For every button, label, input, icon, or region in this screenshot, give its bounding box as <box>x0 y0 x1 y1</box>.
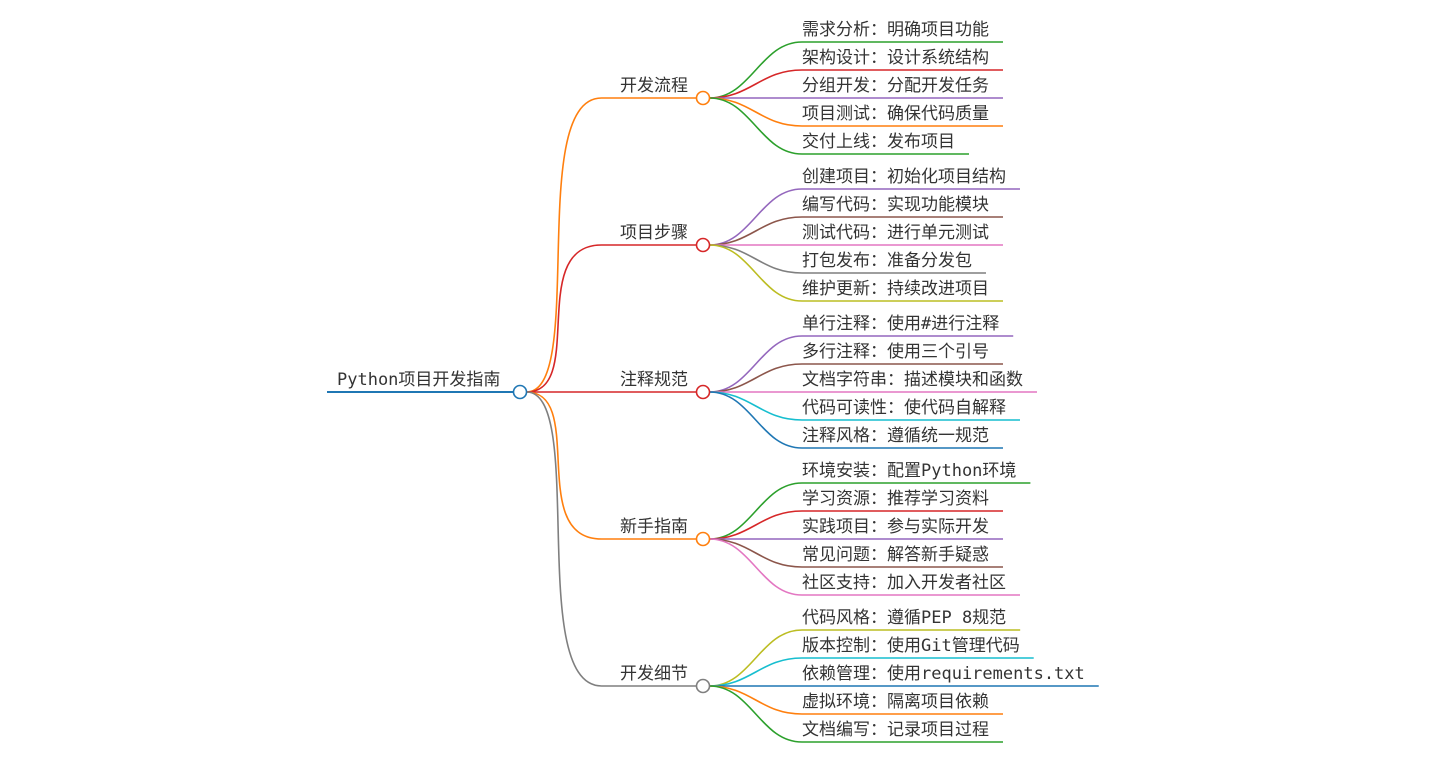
leaf-label-1-2: 架构设计：设计系统结构 <box>802 48 989 68</box>
leaf-connector-4-2 <box>709 510 803 540</box>
leaf-connector-3-4 <box>709 391 803 421</box>
root-label: Python项目开发指南 <box>337 370 500 390</box>
leaf-connector-3-2 <box>709 363 803 393</box>
branch-connector-5 <box>526 391 697 687</box>
branch-label-1: 开发流程 <box>620 76 688 96</box>
leaf-label-5-3: 依赖管理：使用requirements.txt <box>802 663 1085 684</box>
leaf-label-3-5: 注释风格：遵循统一规范 <box>802 426 989 446</box>
leaf-connector-4-1 <box>709 482 803 540</box>
leaf-label-1-3: 分组开发：分配开发任务 <box>802 76 989 96</box>
leaf-label-5-2: 版本控制：使用Git管理代码 <box>802 635 1020 656</box>
leaf-connector-1-2 <box>709 69 803 99</box>
leaf-label-2-2: 编写代码：实现功能模块 <box>802 195 989 215</box>
leaf-connector-1-1 <box>709 41 803 99</box>
leaf-connector-2-1 <box>709 188 803 246</box>
leaf-label-4-5: 社区支持：加入开发者社区 <box>802 573 1006 593</box>
root-node <box>512 384 528 400</box>
leaf-connector-5-1 <box>709 629 803 687</box>
leaf-connector-1-4 <box>709 97 803 127</box>
leaf-connector-1-5 <box>709 97 803 155</box>
leaf-label-2-1: 创建项目：初始化项目结构 <box>802 167 1006 187</box>
branch-connector-1 <box>526 97 697 393</box>
leaf-label-3-4: 代码可读性：使代码自解释 <box>802 397 1006 418</box>
leaf-connector-5-4 <box>709 685 803 715</box>
leaf-connector-2-2 <box>709 216 803 246</box>
leaf-label-1-5: 交付上线：发布项目 <box>802 132 955 152</box>
leaf-connector-2-4 <box>709 244 803 274</box>
branch-label-2: 项目步骤 <box>620 223 688 243</box>
leaf-label-4-3: 实践项目：参与实际开发 <box>802 517 989 537</box>
leaf-label-5-5: 文档编写：记录项目过程 <box>802 720 989 740</box>
branch-label-3: 注释规范 <box>620 370 688 390</box>
branch-node-4 <box>695 531 711 547</box>
branch-node-5 <box>695 678 711 694</box>
branch-connector-2 <box>526 244 697 393</box>
branch-label-5: 开发细节 <box>620 664 688 684</box>
leaf-label-2-4: 打包发布：准备分发包 <box>802 251 972 271</box>
leaf-label-4-4: 常见问题：解答新手疑惑 <box>802 545 989 565</box>
leaf-connector-3-5 <box>709 391 803 449</box>
leaf-label-2-5: 维护更新：持续改进项目 <box>802 279 989 299</box>
leaf-label-1-1: 需求分析：明确项目功能 <box>802 20 989 40</box>
branch-node-1 <box>695 90 711 106</box>
branch-connector-4 <box>526 391 697 540</box>
leaf-label-4-1: 环境安装：配置Python环境 <box>802 461 1016 481</box>
leaf-label-5-4: 虚拟环境：隔离项目依赖 <box>802 692 989 712</box>
leaf-connector-4-4 <box>709 538 803 568</box>
branch-node-3 <box>695 384 711 400</box>
leaf-connector-5-5 <box>709 685 803 743</box>
leaf-label-3-1: 单行注释：使用#进行注释 <box>802 313 999 334</box>
leaf-label-1-4: 项目测试：确保代码质量 <box>802 104 989 124</box>
leaf-label-2-3: 测试代码：进行单元测试 <box>802 223 989 243</box>
leaf-label-4-2: 学习资源：推荐学习资料 <box>802 489 989 509</box>
leaf-connector-5-2 <box>709 657 803 687</box>
branch-label-4: 新手指南 <box>620 517 688 537</box>
leaf-label-5-1: 代码风格：遵循PEP 8规范 <box>802 608 1006 628</box>
leaf-connector-4-5 <box>709 538 803 596</box>
leaf-label-3-3: 文档字符串：描述模块和函数 <box>802 370 1023 390</box>
branch-node-2 <box>695 237 711 253</box>
leaf-label-3-2: 多行注释：使用三个引号 <box>802 341 989 362</box>
leaf-connector-2-5 <box>709 244 803 302</box>
leaf-connector-3-1 <box>709 335 803 393</box>
